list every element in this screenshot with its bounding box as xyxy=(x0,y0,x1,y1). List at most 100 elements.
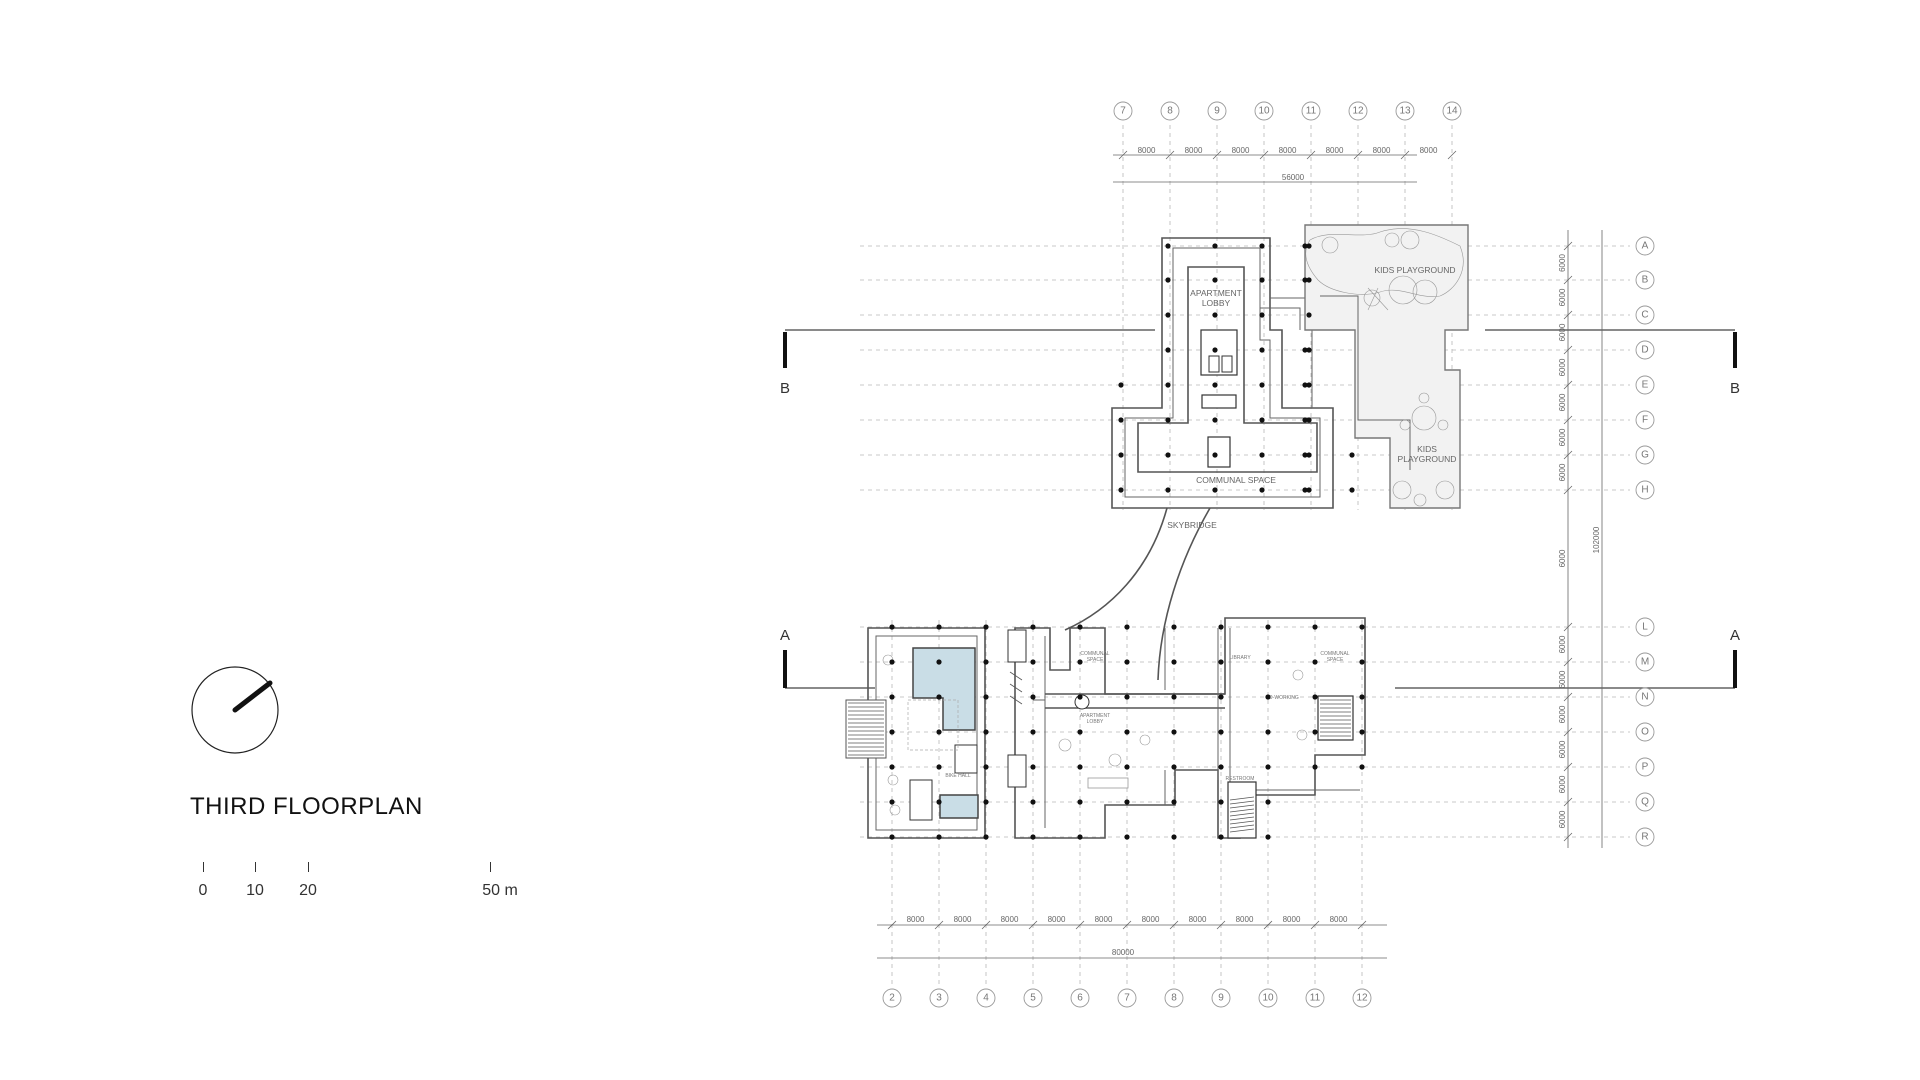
grid-bubble-row xyxy=(1635,687,1655,707)
grid-bubble-bottom xyxy=(1070,988,1090,1008)
dimension-label: 8000 xyxy=(1232,146,1250,155)
dimension-tick xyxy=(1306,150,1316,160)
dimension-tick xyxy=(1563,241,1573,251)
grid-bubble-label-bottom: 9 xyxy=(1218,993,1224,1004)
structural-column xyxy=(1302,243,1308,249)
structural-column xyxy=(983,659,989,665)
play-equipment-icon xyxy=(1388,275,1418,305)
structural-column xyxy=(1030,834,1036,840)
stair xyxy=(909,779,933,821)
structural-column xyxy=(1259,382,1265,388)
stair xyxy=(954,744,978,774)
section-label-b-right: B xyxy=(1730,380,1740,397)
structural-column xyxy=(1118,382,1124,388)
playground-path xyxy=(1305,228,1464,297)
dimension-tick xyxy=(1028,920,1038,930)
structural-column xyxy=(1171,659,1177,665)
structural-column xyxy=(936,624,942,630)
structural-column xyxy=(1265,834,1271,840)
grid-bubble-label-top: 12 xyxy=(1352,106,1364,117)
grid-bubble-label-row: O xyxy=(1641,727,1649,738)
structural-column xyxy=(1218,624,1224,630)
tree-icon xyxy=(887,774,899,786)
structural-column xyxy=(1306,347,1312,353)
structural-column xyxy=(1312,729,1318,735)
structural-column xyxy=(1030,694,1036,700)
structural-column xyxy=(1118,452,1124,458)
tree-icon xyxy=(1139,734,1151,746)
structural-column xyxy=(1118,417,1124,423)
structural-column xyxy=(889,624,895,630)
grid-bubble-label-bottom: 6 xyxy=(1077,993,1083,1004)
structural-column xyxy=(1077,659,1083,665)
structural-column xyxy=(1124,624,1130,630)
structural-column xyxy=(1077,624,1083,630)
grid-bubble-label-top: 10 xyxy=(1258,106,1270,117)
grid-bubble-bottom xyxy=(1258,988,1278,1008)
dimension-tick xyxy=(934,920,944,930)
structural-column xyxy=(1306,382,1312,388)
grid-bubble-label-row: E xyxy=(1642,380,1649,391)
structural-column xyxy=(936,834,942,840)
corridor xyxy=(1045,693,1225,709)
structural-column xyxy=(1302,417,1308,423)
dimension-tick xyxy=(1563,380,1573,390)
grid-bubble-top xyxy=(1207,101,1227,121)
structural-column xyxy=(936,764,942,770)
structural-column xyxy=(1165,382,1171,388)
tree-icon xyxy=(1292,669,1304,681)
grid-bubble-top xyxy=(1113,101,1133,121)
restroom-hatch-line xyxy=(1229,824,1255,829)
grid-bubble-row xyxy=(1635,375,1655,395)
dimension-label: 8000 xyxy=(1138,146,1156,155)
skybridge: SKYBRIDGE xyxy=(1064,507,1217,681)
dimension-tick xyxy=(1563,622,1573,632)
dimension-label: 6000 xyxy=(1558,463,1567,481)
dimension-label: 6000 xyxy=(1558,670,1567,688)
dimension-tick xyxy=(1075,920,1085,930)
structural-column xyxy=(1302,382,1308,388)
ramp xyxy=(845,699,887,759)
structural-columns xyxy=(889,243,1365,840)
restroom-hatch-line xyxy=(1229,804,1255,809)
structural-column xyxy=(983,624,989,630)
grid-bubble-top xyxy=(1254,101,1274,121)
structural-column xyxy=(1212,487,1218,493)
dimension-label: 6000 xyxy=(1558,393,1567,411)
void-outline xyxy=(907,699,959,751)
tree-icon xyxy=(1413,493,1427,507)
structural-column xyxy=(1124,834,1130,840)
grid-bubble-bottom xyxy=(1211,988,1231,1008)
dimension-tick xyxy=(1563,345,1573,355)
structural-column xyxy=(936,694,942,700)
dimension-label: 6000 xyxy=(1558,254,1567,272)
tree-icon xyxy=(1384,232,1400,248)
dimension-tick xyxy=(1357,920,1367,930)
structural-column xyxy=(1030,729,1036,735)
structural-column xyxy=(1218,729,1224,735)
structural-column xyxy=(1124,729,1130,735)
section-label-a-right: A xyxy=(1730,627,1740,644)
structural-column xyxy=(1265,799,1271,805)
structural-column xyxy=(1171,834,1177,840)
skybridge-edge xyxy=(1157,507,1211,681)
grid-bubble-label-bottom: 2 xyxy=(889,993,895,1004)
grid-bubble-bottom xyxy=(1352,988,1372,1008)
dimension-label: 8000 xyxy=(907,915,925,924)
grid-bubble-label-row: Q xyxy=(1641,797,1649,808)
dimension-label: 6000 xyxy=(1558,635,1567,653)
structural-column xyxy=(1306,243,1312,249)
grid-bubble-top xyxy=(1160,101,1180,121)
dimension-total-right: 102000 xyxy=(1592,526,1601,553)
structural-column xyxy=(1212,277,1218,283)
structural-column xyxy=(1306,417,1312,423)
structural-column xyxy=(1171,799,1177,805)
structural-column xyxy=(1030,764,1036,770)
dimension-label: 6000 xyxy=(1558,288,1567,306)
scale-label: 0 xyxy=(198,882,208,899)
tree-icon xyxy=(1363,289,1381,307)
